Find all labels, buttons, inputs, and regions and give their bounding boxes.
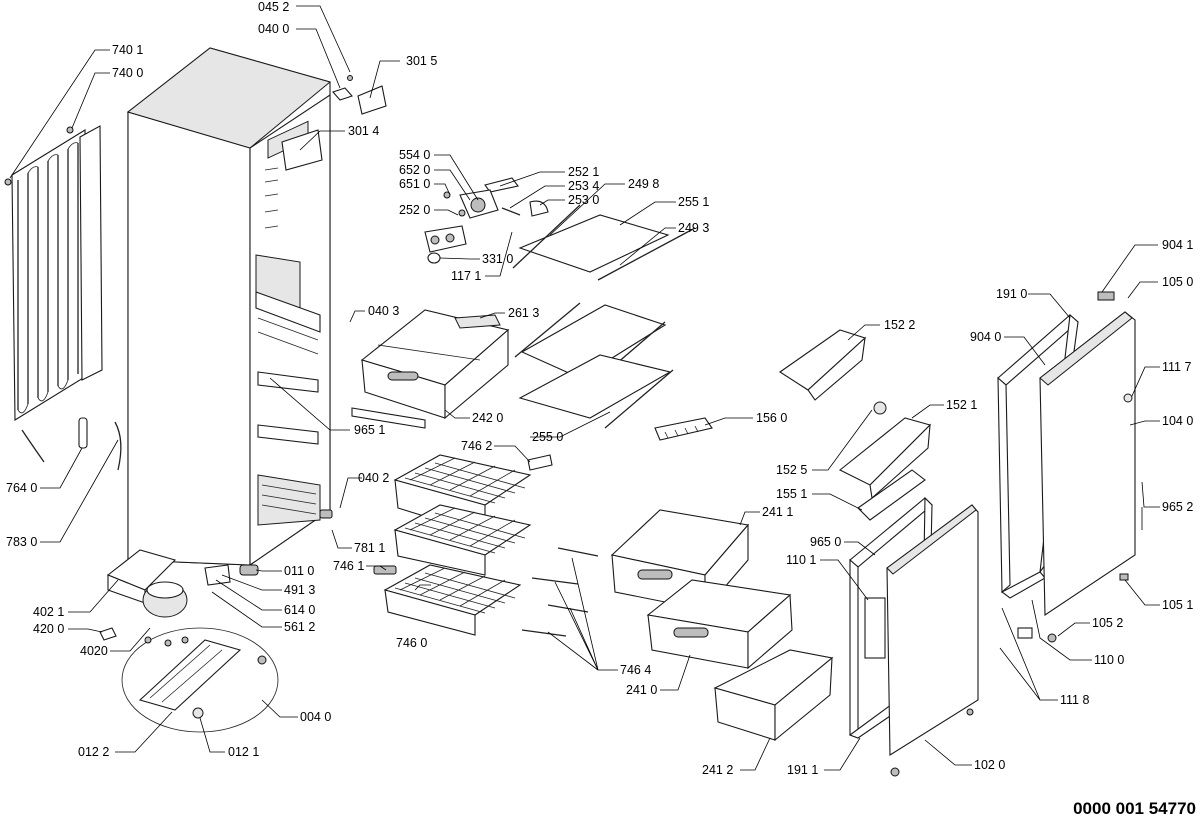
part-label: 561 2 — [284, 620, 316, 634]
leader-lines — [9, 5, 1160, 771]
document-number: 0000 001 54770 — [1073, 799, 1196, 818]
part-label: 241 1 — [762, 505, 794, 519]
part-label: 117 1 — [451, 269, 482, 283]
part-label: 155 1 — [776, 487, 808, 501]
part-label: 746 0 — [396, 636, 428, 650]
part-label: 191 0 — [996, 287, 1028, 301]
part-label: 040 2 — [358, 471, 390, 485]
part-label: 111 8 — [1060, 693, 1090, 707]
fridge-glass-shelves — [512, 204, 696, 429]
part-label: 011 0 — [284, 564, 315, 578]
part-label: 255 1 — [678, 195, 710, 209]
capillary-wire — [114, 421, 122, 471]
part-label: 012 1 — [228, 745, 260, 759]
lower-door-assembly — [848, 496, 979, 777]
drain-tube — [78, 417, 88, 449]
part-label: 110 0 — [1094, 653, 1125, 667]
part-label: 965 2 — [1162, 500, 1194, 514]
part-label: 191 1 — [787, 763, 819, 777]
part-label: 104 0 — [1162, 414, 1194, 428]
part-label: 102 0 — [974, 758, 1006, 772]
part-label: 241 2 — [702, 763, 734, 777]
part-label: 301 4 — [348, 124, 380, 138]
thermostat-assembly — [424, 177, 549, 264]
part-label: 764 0 — [6, 481, 38, 495]
part-label: 965 1 — [354, 423, 386, 437]
part-label: 040 0 — [258, 22, 290, 36]
crisper-drawer — [351, 309, 510, 429]
part-label: 301 5 — [406, 54, 438, 68]
part-label: 105 2 — [1092, 616, 1124, 630]
part-label: 004 0 — [300, 710, 332, 724]
part-label: 420 0 — [33, 622, 65, 636]
freezer-baskets — [383, 454, 553, 636]
part-label: 491 3 — [284, 583, 316, 597]
part-label: 261 3 — [508, 306, 540, 320]
part-label: 402 1 — [33, 605, 65, 619]
door-bins — [654, 329, 932, 521]
part-label: 242 0 — [472, 411, 504, 425]
part-label: 651 0 — [399, 177, 431, 191]
part-label: 614 0 — [284, 603, 316, 617]
part-label: 331 0 — [482, 252, 514, 266]
part-label: 241 0 — [626, 683, 658, 697]
part-label: 152 5 — [776, 463, 808, 477]
part-label: 740 0 — [112, 66, 144, 80]
condenser-coil — [4, 125, 103, 463]
part-label: 253 0 — [568, 193, 600, 207]
part-label: 045 2 — [258, 0, 290, 14]
part-label: 152 1 — [946, 398, 978, 412]
part-label: 111 7 — [1162, 360, 1192, 374]
part-label: 252 0 — [399, 203, 431, 217]
part-label: 249 8 — [628, 177, 660, 191]
part-label: 746 1 — [333, 559, 365, 573]
part-label: 156 0 — [756, 411, 788, 425]
part-label: 249 3 — [678, 221, 710, 235]
cabinet-body — [126, 47, 333, 576]
part-label: 746 2 — [461, 439, 493, 453]
part-label: 252 1 — [568, 165, 600, 179]
part-label: 554 0 — [399, 148, 431, 162]
upper-door-assembly — [997, 291, 1136, 643]
freezer-drawers — [610, 509, 834, 742]
part-label: 904 1 — [1162, 238, 1194, 252]
part-label: 746 4 — [620, 663, 652, 677]
part-label: 012 2 — [78, 745, 110, 759]
part-label: 040 3 — [368, 304, 400, 318]
drawer-rails — [373, 547, 599, 637]
part-label: 105 1 — [1162, 598, 1194, 612]
part-label: 253 4 — [568, 179, 600, 193]
part-label: 965 0 — [810, 535, 842, 549]
top-hinge — [281, 75, 387, 171]
part-label: 105 0 — [1162, 275, 1194, 289]
part-label: 152 2 — [884, 318, 916, 332]
part-label: 783 0 — [6, 535, 38, 549]
part-label: 4020 — [80, 644, 108, 658]
part-label: 110 1 — [786, 553, 817, 567]
part-label: 255 0 — [532, 430, 564, 444]
part-label: 904 0 — [970, 330, 1002, 344]
part-label: 781 1 — [354, 541, 386, 555]
compressor-and-base — [99, 549, 279, 733]
part-label: 652 0 — [399, 163, 431, 177]
part-label: 740 1 — [112, 43, 144, 57]
